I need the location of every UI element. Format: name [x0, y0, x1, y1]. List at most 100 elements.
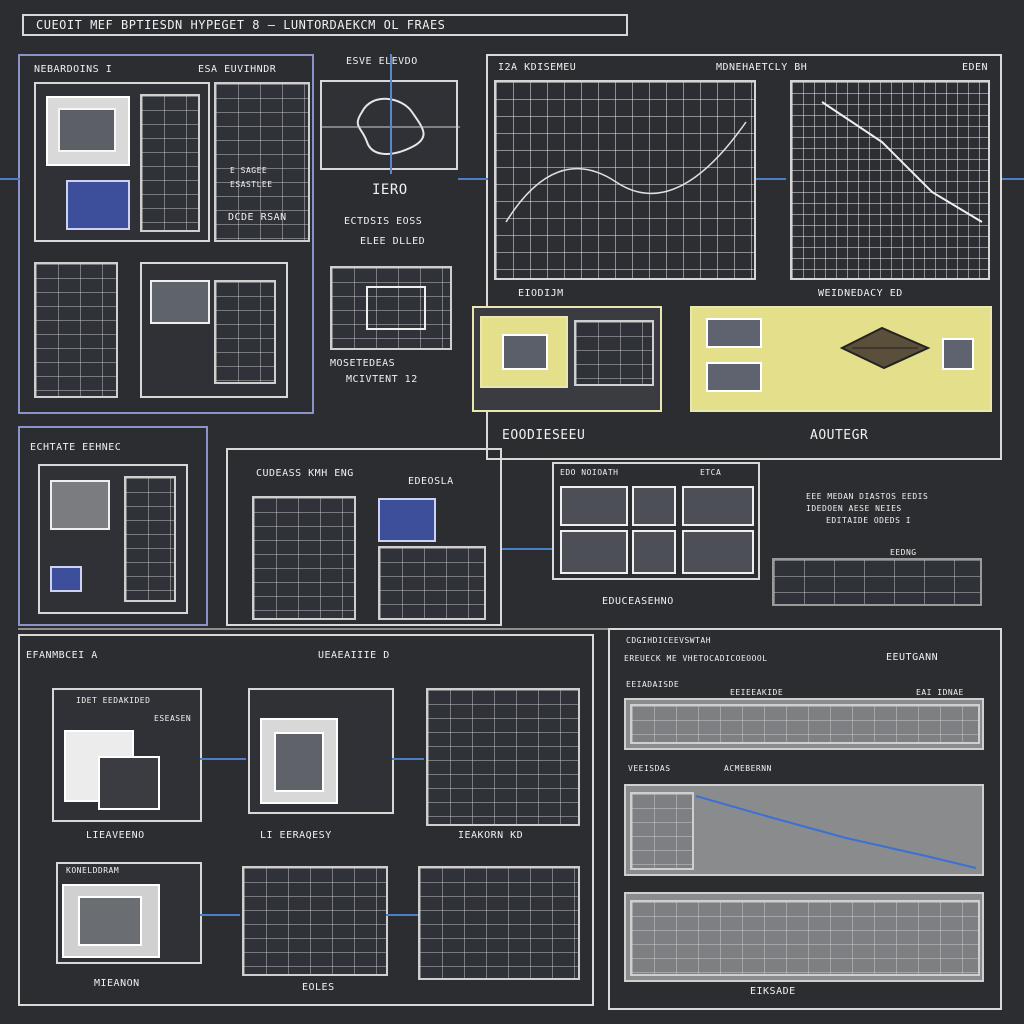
section-middle-right: EDO NOIOATH ETCA	[552, 462, 760, 580]
top-left-note-1: E SAGEE	[230, 166, 268, 175]
top-left-notes-panel: E SAGEE ESASTLEE DCDE RSAN	[214, 82, 310, 242]
connector-left-edge	[0, 178, 20, 180]
middle-right-tile-4	[560, 530, 628, 574]
bottom-left-card-5	[242, 866, 388, 976]
bottom-left-card2-inner	[274, 732, 324, 792]
connector-bottom-2	[392, 758, 424, 760]
yellow-panel-right-box2	[706, 362, 762, 392]
top-left-plan-b-box	[150, 280, 210, 324]
grid-right-caption: WEIDNEDACY ED	[818, 288, 903, 299]
bottom-left-card-6	[418, 866, 580, 980]
middle-left-panel	[38, 464, 188, 614]
bottom-right-title2: EREUECK ME VHETOCADICOEOOOL	[624, 654, 768, 663]
top-center-caption2: MCIVTENT 12	[346, 374, 418, 385]
yellow-panel-right-box	[706, 318, 762, 348]
middle-left-blue-tile	[50, 566, 82, 592]
middle-left-ext-schematic2	[378, 546, 486, 620]
section-middle-left: ECHTATE EEHNEC	[18, 426, 208, 626]
bottom-left-card4-title: KONELDDRAM	[66, 866, 120, 875]
yellow-panel-right-tent	[839, 326, 931, 370]
bottom-left-card-4: KONELDDRAM	[56, 862, 202, 964]
header-bar: CUEOIT MEF BPTIESDN HYPEGET 8 — LUNTORDA…	[22, 14, 628, 36]
bottom-right-band-3	[624, 892, 984, 982]
bottom-right-band-2	[624, 784, 984, 876]
middle-right-title2: ETCA	[700, 468, 722, 477]
top-center-mid-sub2: ELEE DLLED	[360, 236, 426, 247]
bottom-left-card-2	[248, 688, 394, 814]
yellow-right-caption: AOUTEGR	[810, 428, 869, 443]
section-top-left: NEBARDOINS I ESA EUVIHNDR E SAGEE ESASTL…	[18, 54, 314, 414]
top-left-nested-frame	[46, 96, 130, 166]
divider-mid	[18, 628, 1002, 630]
bottom-right-sub4: VEEISDAS	[628, 764, 671, 773]
connector-top-right	[756, 178, 786, 180]
middle-right-caption: EDUCEASEHNO	[602, 596, 674, 607]
connector-vertical-center	[390, 54, 392, 174]
middle-right-note-1: EEE MEDAN DIASTOS EEDIS	[806, 492, 929, 501]
bottom-right-sub3: EAI IDNAE	[916, 688, 964, 697]
bottom-right-footer: EIKSADE	[750, 986, 796, 997]
connector-right-edge	[1002, 178, 1024, 180]
middle-right-note-3: EDITAIDE ODEDS I	[826, 516, 912, 525]
connector-bottom-1	[200, 758, 246, 760]
bottom-right-sub2: EEIEEAKIDE	[730, 688, 784, 697]
top-left-side-schematic	[140, 94, 200, 232]
bottom-right-band-1	[624, 698, 984, 750]
connector-middle	[502, 548, 552, 550]
top-center-mid-label: IERO	[372, 182, 408, 198]
middle-right-tile-1	[560, 486, 628, 526]
bottom-right-band2-schematic	[630, 792, 694, 870]
yellow-panel-left-frame	[472, 306, 662, 412]
bottom-left-card1-sub: ESEASEN	[154, 714, 192, 723]
section-top-left-subtitle: ESA EUVIHNDR	[198, 64, 277, 75]
section-bottom-left: EFANMBCEI A UEAEAIIIE D IDET EEDAKIDED E…	[18, 634, 594, 1006]
bottom-left-caption-d: MIEANON	[94, 978, 140, 989]
bottom-right-sub1: EEIADAISDE	[626, 680, 680, 689]
top-center-blob-panel	[320, 80, 460, 172]
grid-left-title: I2A KDISEMEU	[498, 62, 577, 73]
yellow-panel-left	[480, 316, 568, 388]
top-left-note-2: ESASTLEE	[230, 180, 273, 189]
middle-left-ext-blue	[378, 498, 436, 542]
bottom-left-card1-grid	[98, 756, 160, 810]
bottom-right-title3: EEUTGANN	[886, 652, 939, 663]
grid-right-title: EDEN	[962, 62, 989, 73]
connector-bottom-4	[386, 914, 418, 916]
bottom-left-card2-white	[260, 718, 338, 804]
bottom-left-caption-e: EOLES	[302, 982, 335, 993]
bottom-right-sub5: ACMEBERNN	[724, 764, 772, 773]
middle-right-tile-3	[682, 486, 754, 526]
middle-right-wiring	[772, 558, 982, 606]
middle-left-ext-schematic	[252, 496, 356, 620]
top-left-panel-main	[34, 82, 210, 242]
grid-mid-title: MDNEHAETCLY BH	[716, 62, 808, 73]
middle-right-tile-2	[632, 486, 676, 526]
middle-left-panel-box	[50, 480, 110, 530]
bottom-right-band1-schematic	[630, 704, 980, 744]
yellow-panel-right	[690, 306, 992, 412]
top-left-nested-inner	[58, 108, 116, 152]
bottom-left-card4-white	[62, 884, 160, 958]
bottom-left-card-3	[426, 688, 580, 826]
middle-right-small-tag: EEDNG	[890, 548, 917, 557]
top-left-plan-b	[140, 262, 288, 398]
grid-left	[494, 80, 756, 280]
yellow-panel-left-schematic	[574, 320, 654, 386]
bottom-right-title: CDGIHDICEEVSWTAH	[626, 636, 712, 645]
bottom-left-title2: UEAEAIIIE D	[318, 650, 390, 661]
top-center-schematic-box	[366, 286, 426, 330]
bottom-right-band2-trace	[695, 795, 977, 869]
connector-bottom-3	[200, 914, 240, 916]
middle-right-note-2: IDEDOEN AESE NEIES	[806, 504, 902, 513]
bottom-left-caption-b: LI EERAQESY	[260, 830, 332, 841]
top-left-blue-tile	[66, 180, 130, 230]
grid-left-trace	[505, 121, 747, 223]
bottom-left-caption-c: IEAKORN KD	[458, 830, 524, 841]
bottom-left-card-1: IDET EEDAKIDED ESEASEN	[52, 688, 202, 822]
middle-left-sub1: CUDEASS KMH ENG	[256, 468, 354, 479]
connector-top-center	[458, 178, 488, 180]
top-center-schematic	[330, 266, 452, 350]
middle-left-panel-schematic	[124, 476, 176, 602]
grid-right-trace	[821, 101, 983, 223]
grid-left-caption: EIODIJM	[518, 288, 564, 299]
